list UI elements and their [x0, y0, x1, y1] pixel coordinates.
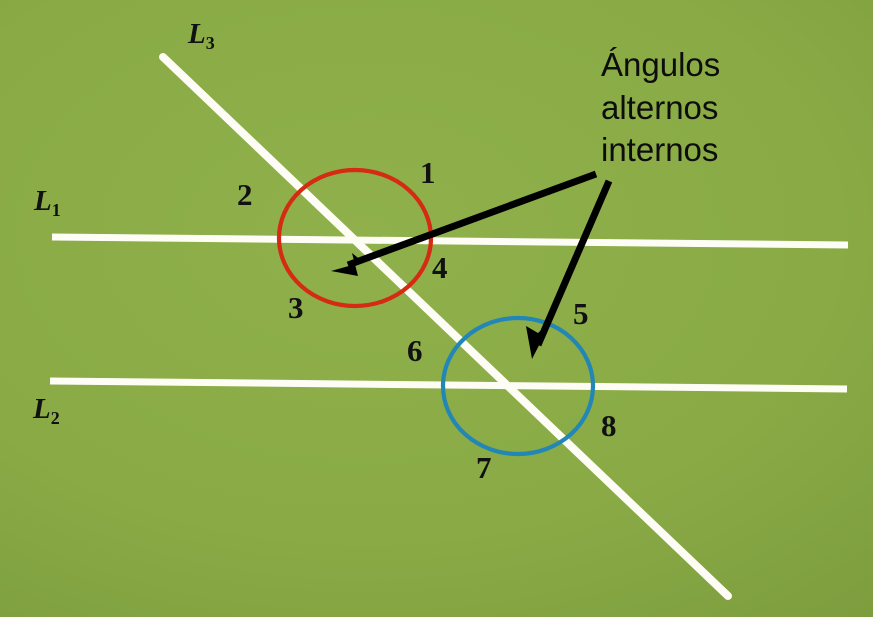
callout-label: Ángulos alternos internos — [601, 46, 721, 169]
blue-highlight-circle — [440, 315, 596, 457]
angle-number-3: 3 — [288, 290, 304, 325]
arrow-to-red-circle — [331, 170, 598, 276]
line-label-L3: L3 — [188, 20, 215, 52]
line-label-L2-subscript: 2 — [50, 407, 60, 428]
line-label-L2-letter: L — [33, 393, 51, 425]
line-group — [49, 53, 849, 600]
line-L3 — [159, 53, 732, 600]
angle-number-8: 8 — [601, 408, 617, 443]
line-L2 — [49, 377, 848, 393]
angle-number-2: 2 — [237, 177, 253, 212]
angle-number-7: 7 — [476, 450, 492, 485]
line-label-L2: L2 — [33, 395, 60, 427]
arrow-to-blue-circle — [526, 179, 613, 359]
angle-number-6: 6 — [407, 333, 423, 368]
line-label-L1-subscript: 1 — [51, 199, 61, 220]
line-label-L1: L1 — [34, 187, 61, 219]
angle-number-5: 5 — [573, 296, 589, 331]
angle-number-1: 1 — [420, 155, 436, 190]
angle-number-4: 4 — [432, 250, 448, 285]
line-label-L3-letter: L — [188, 18, 206, 50]
line-label-L3-subscript: 3 — [205, 32, 215, 53]
line-label-L1-letter: L — [34, 185, 52, 217]
line-L1 — [51, 233, 849, 249]
